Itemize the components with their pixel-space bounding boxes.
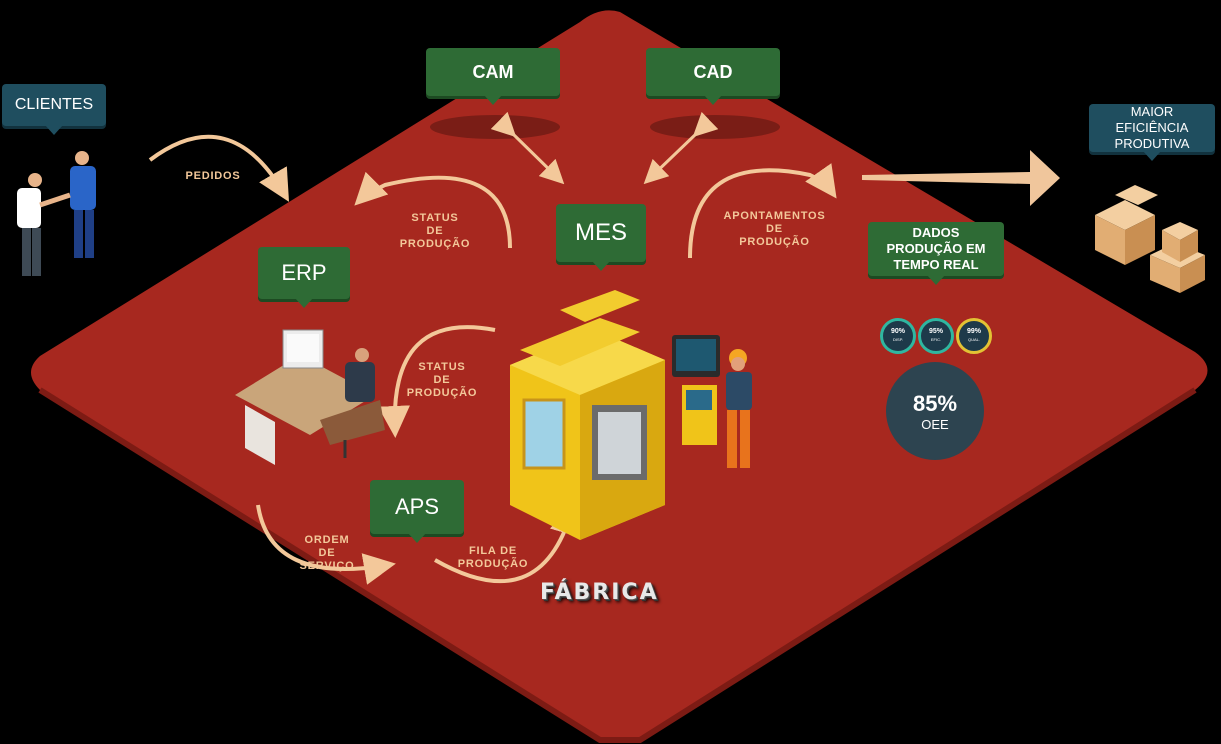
- aps-tag: APS: [370, 480, 464, 543]
- clientes-tag: CLIENTES: [2, 84, 106, 135]
- erp-tag: ERP: [258, 247, 350, 308]
- status-producao-mid-line1: STATUS: [418, 361, 466, 373]
- worker-illustration: [726, 349, 752, 468]
- gauge-disp: 90% DISP.: [880, 318, 916, 354]
- oee-gauge: 85% OEE: [886, 362, 984, 460]
- status-producao-mid-label: STATUS DE PRODUÇÃO: [397, 361, 487, 400]
- status-producao-top-line2: DE: [426, 225, 444, 237]
- fila-producao-label: FILA DE PRODUÇÃO: [448, 545, 538, 571]
- status-producao-mid-line2: DE: [433, 374, 451, 386]
- gauge-qual-value: 99%: [966, 328, 981, 335]
- cad-tag: CAD: [646, 48, 780, 105]
- pedidos-flow-label: PEDIDOS: [183, 170, 243, 183]
- apontamentos-line1: APONTAMENTOS: [723, 210, 826, 222]
- cnc-machine-illustration: [510, 290, 720, 540]
- dados-producao-label: DADOS PRODUÇÃO EM TEMPO REAL: [886, 225, 986, 272]
- status-producao-top-line3: PRODUÇÃO: [399, 238, 471, 250]
- clientes-label: CLIENTES: [14, 96, 94, 113]
- dados-producao-tag: DADOS PRODUÇÃO EM TEMPO REAL: [868, 222, 1004, 285]
- ordem-servico-line1: ORDEM: [304, 534, 350, 546]
- erp-label: ERP: [281, 260, 327, 285]
- clients-illustration: [17, 151, 96, 276]
- status-producao-top-label: STATUS DE PRODUÇÃO: [390, 212, 480, 251]
- ordem-servico-line2: DE: [318, 547, 336, 559]
- fila-producao-line1: FILA DE: [469, 545, 517, 557]
- gauge-efic: 95% EFIC.: [918, 318, 954, 354]
- boxes-illustration: [1095, 185, 1205, 293]
- maior-eficiencia-label: MAIOR EFICIÊNCIA PRODUTIVA: [1114, 104, 1190, 151]
- oee-value: 85%: [912, 390, 958, 416]
- ordem-servico-line3: SERVIÇO: [299, 560, 355, 572]
- gauge-efic-value: 95%: [928, 328, 943, 335]
- aps-label: APS: [394, 494, 440, 519]
- status-producao-mid-line3: PRODUÇÃO: [406, 387, 478, 399]
- gauge-qual-label: QUAL.: [967, 337, 980, 342]
- pedidos-text: PEDIDOS: [185, 170, 241, 182]
- gauge-disp-value: 90%: [890, 328, 905, 335]
- output-arrow: [862, 150, 1060, 206]
- ordem-servico-label: ORDEM DE SERVIÇO: [292, 534, 362, 573]
- status-producao-top-line1: STATUS: [411, 212, 459, 224]
- gauge-disp-label: DISP.: [893, 337, 903, 342]
- fabrica-title: FÁBRICA: [540, 580, 659, 605]
- maior-eficiencia-tag: MAIOR EFICIÊNCIA PRODUTIVA: [1089, 104, 1215, 161]
- cam-label: CAM: [472, 61, 514, 82]
- fila-producao-line2: PRODUÇÃO: [457, 558, 529, 570]
- apontamentos-line3: PRODUÇÃO: [739, 236, 810, 248]
- office-desk-illustration: [235, 329, 385, 465]
- mes-label: MES: [574, 219, 627, 246]
- apontamentos-label: APONTAMENTOS DE PRODUÇÃO: [712, 210, 837, 249]
- cad-label: CAD: [693, 61, 733, 82]
- mes-tag: MES: [556, 204, 646, 271]
- apontamentos-line2: DE: [766, 223, 783, 235]
- cam-tag: CAM: [426, 48, 560, 105]
- gauge-qual: 99% QUAL.: [956, 318, 992, 354]
- gauge-efic-label: EFIC.: [930, 337, 942, 342]
- oee-label: OEE: [921, 416, 949, 432]
